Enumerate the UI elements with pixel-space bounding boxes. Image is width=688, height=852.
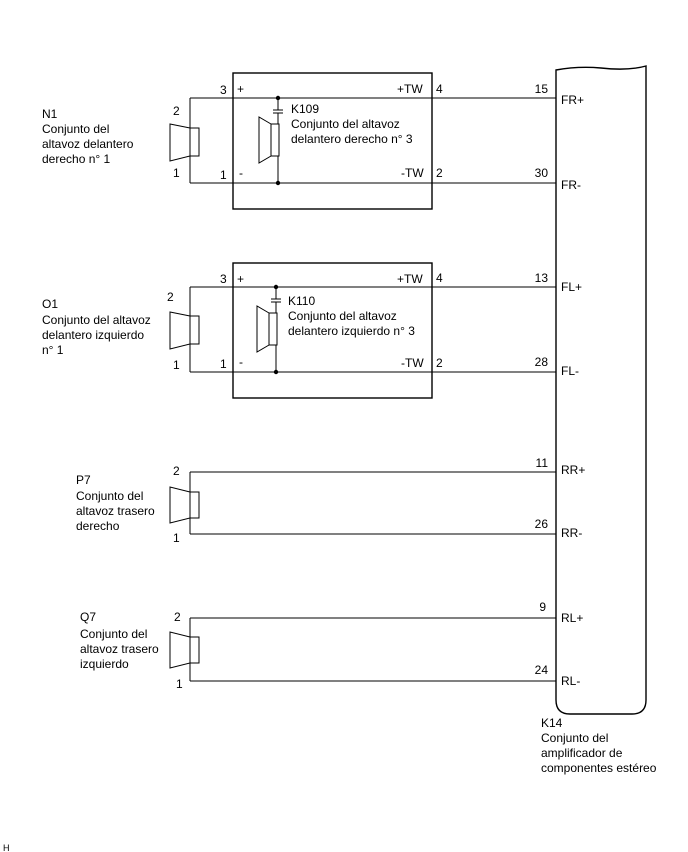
terminal-label: -TW (401, 166, 424, 180)
speaker-name-line: altavoz delantero (42, 137, 134, 151)
pin-number: 4 (436, 82, 443, 96)
amp-pin-number: 26 (535, 517, 549, 531)
speaker-code: P7 (76, 473, 91, 487)
amp-pin-number: 11 (536, 456, 549, 470)
pin-number: 2 (167, 290, 174, 304)
pin-number: 1 (173, 166, 180, 180)
amplifier-body (555, 65, 647, 715)
terminal-label: +TW (397, 82, 423, 96)
speaker-icon (169, 631, 200, 669)
terminal-label: - (239, 355, 243, 369)
speaker-name-line: n° 1 (42, 343, 64, 357)
amp-terminal-label: RL+ (561, 611, 583, 625)
tweeter-box-k110 (232, 262, 433, 399)
circuit-rear-right (169, 471, 556, 535)
pin-number: 3 (220, 83, 227, 97)
amplifier-name-line: Conjunto del (541, 731, 608, 745)
terminal-label: + (237, 272, 244, 286)
speaker-name-line: izquierdo (80, 657, 129, 671)
pin-number: 2 (173, 104, 180, 118)
amp-terminal-label: RL- (561, 674, 580, 688)
pin-number: 4 (436, 271, 443, 285)
tweeter-name-line: Conjunto del altavoz (288, 309, 397, 323)
amp-terminal-label: RR- (561, 526, 582, 540)
speaker-icon (169, 311, 200, 350)
pin-number: 1 (220, 168, 227, 182)
speaker-name-line: Conjunto del (76, 489, 143, 503)
terminal-label: + (237, 82, 244, 96)
amp-terminal-label: FL- (561, 364, 579, 378)
amp-pin-number: 24 (535, 663, 549, 677)
tweeter-name-line: Conjunto del altavoz (291, 117, 400, 131)
amp-pin-number: 13 (535, 271, 549, 285)
terminal-label: -TW (401, 356, 424, 370)
amp-pin-number: 28 (535, 355, 549, 369)
speaker-name-line: Conjunto del (42, 122, 109, 136)
amp-terminal-label: RR+ (561, 463, 585, 477)
speaker-name-line: Conjunto del (80, 627, 147, 641)
pin-number: 3 (220, 272, 227, 286)
terminal-label: +TW (397, 272, 423, 286)
speaker-icon (169, 123, 200, 162)
speaker-name-line: delantero izquierdo (42, 328, 144, 342)
pin-number: 1 (220, 357, 227, 371)
pin-number: 1 (176, 677, 183, 691)
circuit-front-left (169, 262, 556, 399)
speaker-code: Q7 (80, 610, 96, 624)
amplifier-code: K14 (541, 716, 563, 730)
tweeter-name-line: delantero izquierdo n° 3 (288, 324, 415, 338)
tweeter-name-line: delantero derecho n° 3 (291, 132, 413, 146)
speaker-name-line: Conjunto del altavoz (42, 313, 151, 327)
footer-mark: H (3, 843, 10, 852)
speaker-icon (256, 305, 278, 353)
amplifier-name-line: componentes estéreo (541, 761, 657, 775)
amp-pin-number: 9 (539, 600, 546, 614)
speaker-code: O1 (42, 297, 58, 311)
amp-terminal-label: FR+ (561, 93, 584, 107)
tweeter-code: K110 (288, 294, 315, 308)
amplifier-name-line: amplificador de (541, 746, 623, 760)
speaker-icon (258, 116, 280, 164)
tweeter-box-k109 (232, 72, 433, 210)
speaker-icon (169, 486, 200, 524)
amp-terminal-label: FR- (561, 178, 581, 192)
pin-number: 2 (436, 356, 443, 370)
amp-terminal-label: FL+ (561, 280, 582, 294)
amp-pin-number: 30 (535, 166, 549, 180)
tweeter-code: K109 (291, 102, 319, 116)
pin-number: 2 (436, 166, 443, 180)
speaker-name-line: altavoz trasero (76, 504, 155, 518)
speaker-code: N1 (42, 107, 58, 121)
speaker-name-line: derecho (76, 519, 120, 533)
pin-number: 2 (174, 610, 181, 624)
amp-pin-number: 15 (535, 82, 549, 96)
circuit-rear-left (169, 617, 556, 682)
terminal-label: - (239, 166, 243, 180)
circuit-front-right (169, 72, 556, 210)
speaker-name-line: altavoz trasero (80, 642, 159, 656)
speaker-name-line: derecho n° 1 (42, 152, 111, 166)
pin-number: 1 (173, 358, 180, 372)
pin-number: 2 (173, 464, 180, 478)
pin-number: 1 (173, 531, 180, 545)
